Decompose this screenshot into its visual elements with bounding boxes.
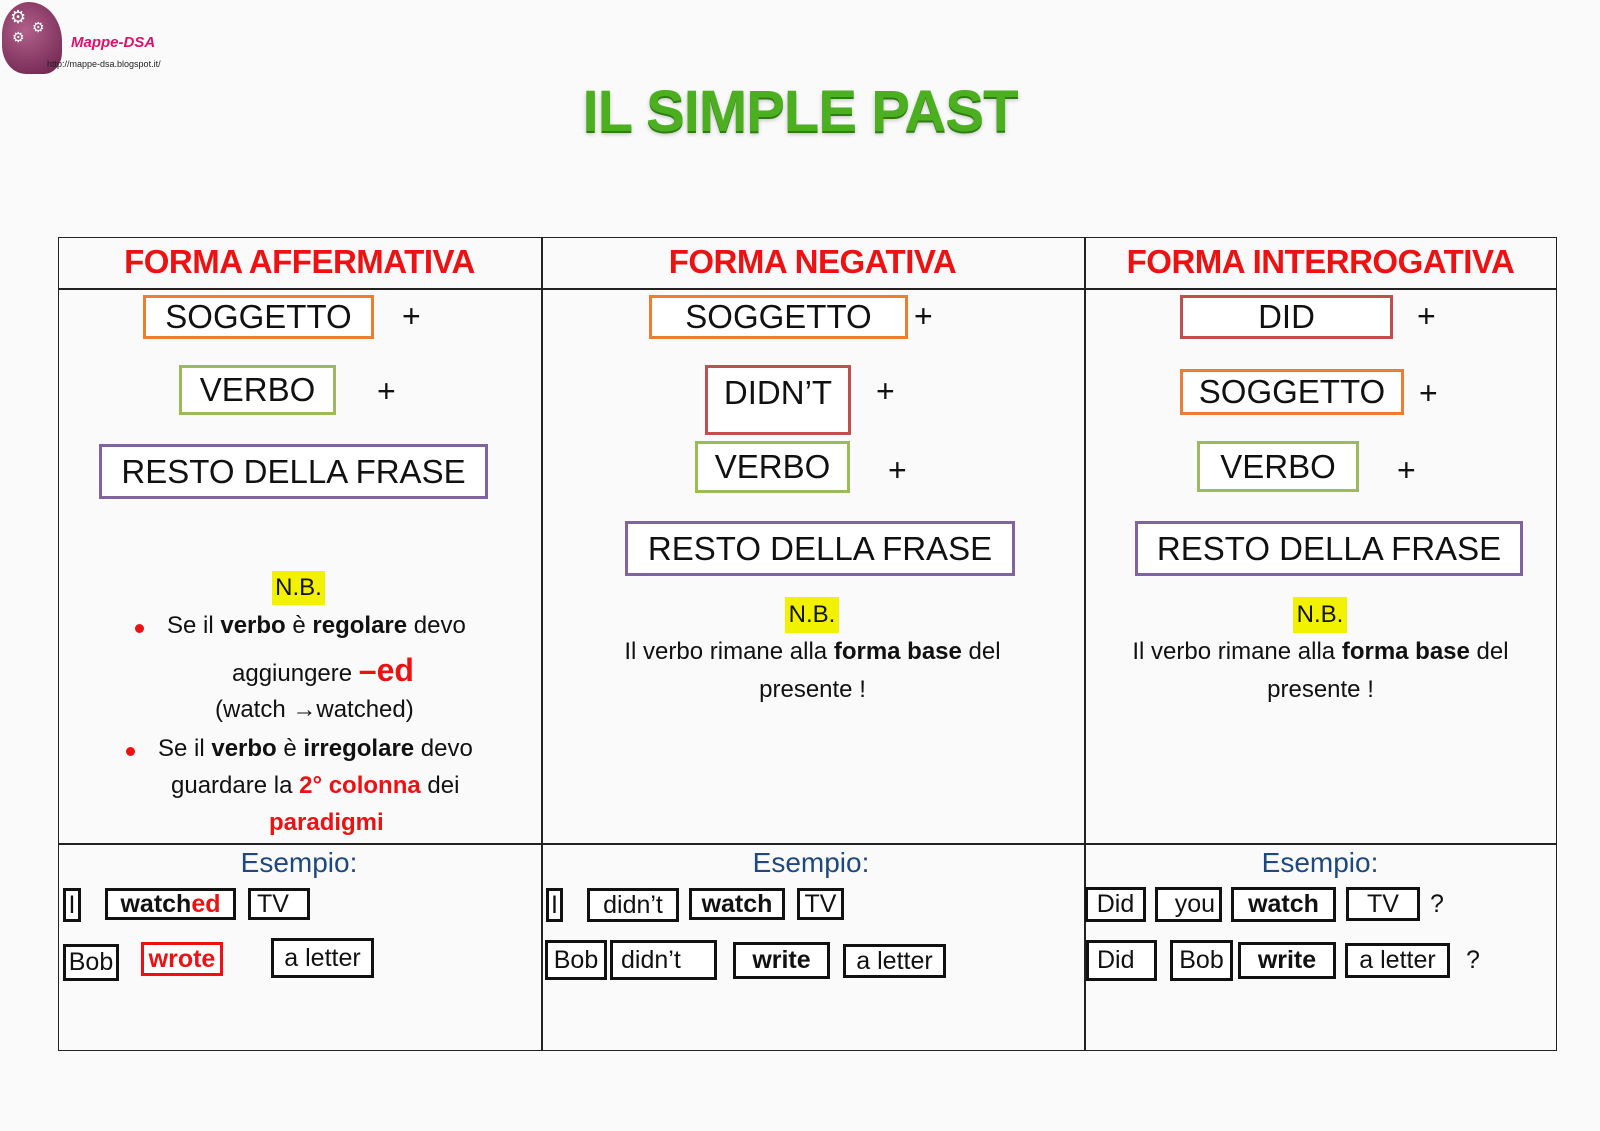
- header-divider: [59, 288, 1556, 290]
- example-subject: Bob: [63, 944, 119, 981]
- column-divider: [541, 238, 543, 1050]
- box-soggetto: SOGGETTO: [143, 295, 374, 339]
- example-aux: Did: [1085, 887, 1146, 922]
- question-mark: ?: [1430, 890, 1444, 918]
- box-resto: RESTO DELLA FRASE: [1135, 521, 1523, 576]
- box-did: DID: [1180, 295, 1393, 339]
- example-rest: TV: [248, 888, 310, 920]
- box-verbo: VERBO: [695, 441, 850, 493]
- note-line1: Il verbo rimane alla forma base del: [624, 638, 1001, 665]
- box-resto: RESTO DELLA FRASE: [625, 521, 1015, 576]
- example-label: Esempio:: [752, 847, 870, 878]
- header-affermativa: FORMA AFFERMATIVA: [124, 243, 475, 280]
- bullet2-line3: paradigmi: [269, 809, 384, 836]
- column-divider: [1084, 238, 1086, 1050]
- example-rest: a letter: [843, 944, 946, 978]
- example-verb: write: [1238, 942, 1336, 979]
- plus-sign: +: [1419, 375, 1438, 411]
- example-rest: TV: [797, 888, 844, 920]
- nb-highlight: N.B.: [785, 597, 839, 633]
- grammar-table: [58, 237, 1557, 1051]
- box-soggetto: SOGGETTO: [649, 295, 908, 339]
- plus-sign: +: [377, 373, 396, 409]
- plus-sign: +: [402, 298, 421, 334]
- example-verb: watch: [689, 888, 785, 920]
- note-line2: presente !: [1267, 676, 1374, 703]
- plus-sign: +: [914, 298, 933, 334]
- gear-icon: ⚙: [32, 19, 45, 35]
- example-subject: Bob: [1170, 940, 1233, 981]
- example-aux: Did: [1086, 940, 1157, 981]
- bullet1-line1: Se il verbo è regolare devo: [167, 612, 466, 639]
- bullet2-line1: Se il verbo è irregolare devo: [158, 735, 473, 762]
- logo-brand: Mappe-DSA: [71, 34, 156, 51]
- example-aux: didn’t: [610, 940, 717, 980]
- example-verb: wrote: [141, 942, 223, 976]
- example-rest: a letter: [1345, 943, 1450, 978]
- box-verbo: VERBO: [1197, 441, 1359, 492]
- example-verb: watch: [1231, 887, 1336, 922]
- header-negativa: FORMA NEGATIVA: [668, 243, 957, 280]
- bullet-icon: [135, 624, 144, 633]
- plus-sign: +: [1397, 452, 1416, 488]
- plus-sign: +: [888, 452, 907, 488]
- note-line2: presente !: [759, 676, 866, 703]
- gear-icon: ⚙: [12, 29, 25, 45]
- example-label: Esempio:: [1261, 847, 1379, 878]
- example-verb: write: [733, 942, 830, 979]
- example-rest: a letter: [271, 938, 374, 978]
- bullet1-line3: (watch →watched): [215, 696, 414, 723]
- plus-sign: +: [1417, 298, 1436, 334]
- note-line1: Il verbo rimane alla forma base del: [1132, 638, 1509, 665]
- box-verbo: VERBO: [179, 365, 336, 415]
- example-subject: I: [546, 888, 563, 922]
- example-subject: you: [1155, 887, 1222, 922]
- example-subject: Bob: [545, 940, 607, 980]
- example-aux: didn’t: [587, 888, 679, 922]
- page-title: IL SIMPLE PAST: [582, 79, 1018, 144]
- header-interrogativa: FORMA INTERROGATIVA: [1126, 243, 1515, 280]
- box-soggetto: SOGGETTO: [1180, 369, 1404, 415]
- box-didnt: DIDN’T: [705, 365, 851, 435]
- bullet2-line2: guardare la 2° colonna dei: [171, 772, 460, 799]
- example-subject: I: [63, 888, 81, 922]
- logo-head-icon: ⚙ ⚙ ⚙: [2, 2, 62, 74]
- example-label: Esempio:: [240, 847, 358, 878]
- bullet1-line2: aggiungere –ed: [232, 652, 414, 688]
- gear-icon: ⚙: [10, 7, 27, 27]
- question-mark: ?: [1466, 946, 1480, 974]
- nb-highlight: N.B.: [272, 571, 325, 605]
- logo-url[interactable]: http://mappe-dsa.blogspot.it/: [47, 59, 161, 69]
- plus-sign: +: [876, 373, 895, 409]
- bullet-icon: [126, 747, 135, 756]
- example-rest: TV: [1346, 887, 1420, 921]
- nb-highlight: N.B.: [1293, 597, 1347, 633]
- example-divider: [59, 843, 1556, 845]
- box-resto: RESTO DELLA FRASE: [99, 444, 488, 499]
